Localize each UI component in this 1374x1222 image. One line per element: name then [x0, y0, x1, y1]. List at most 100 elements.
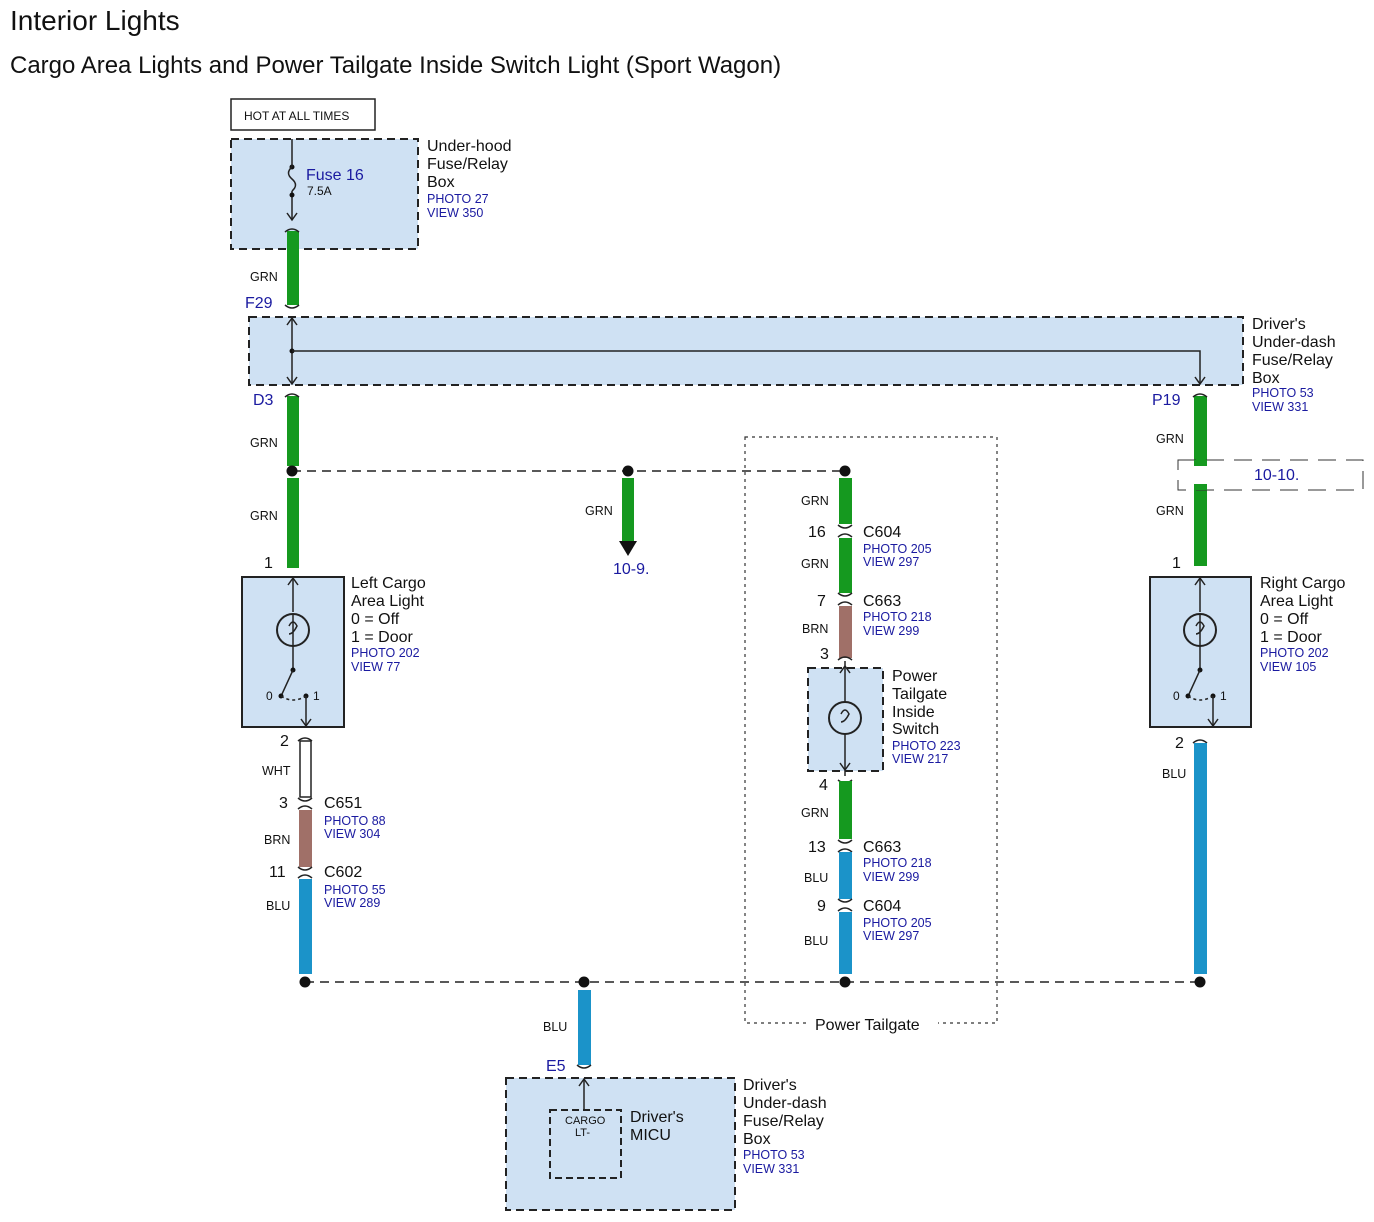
micu-cargo-label-1: CARGO [565, 1115, 606, 1127]
left-light-name-1: Left Cargo [351, 575, 426, 592]
wire-grn-tailgate-3 [839, 781, 852, 839]
dash-box-name-3: Fuse/Relay [1252, 352, 1333, 369]
page-subtitle: Cargo Area Lights and Power Tailgate Ins… [10, 52, 781, 79]
wire-brn-tailgate [839, 606, 852, 658]
right-light-name-1: Right Cargo [1260, 575, 1345, 592]
micu-box-view: VIEW 331 [743, 1162, 799, 1176]
wire-label-grn-9: GRN [1156, 504, 1184, 518]
c604b-name: C604 [863, 898, 901, 915]
underhood-fuse-relay-box [230, 138, 419, 250]
micu-box-name-4: Box [743, 1131, 771, 1148]
terminal-d3: D3 [253, 392, 274, 409]
micu-box-name-3: Fuse/Relay [743, 1113, 824, 1130]
c663a-photo: PHOTO 218 [863, 610, 932, 624]
c663a-pin: 7 [817, 593, 826, 610]
micu-box-name-1: Driver's [743, 1077, 797, 1094]
left-light-switch-1: 1 [313, 689, 320, 703]
right-light-switch-1: 1 [1220, 689, 1227, 703]
c651-name: C651 [324, 795, 362, 812]
right-cargo-light-bulb-icon [1183, 576, 1219, 728]
splice-node-bottom-left [299, 976, 311, 988]
wire-brn-left [299, 810, 312, 867]
c663a-view: VIEW 299 [863, 624, 919, 638]
tailgate-switch-view: VIEW 217 [892, 752, 948, 766]
c604a-view: VIEW 297 [863, 555, 919, 569]
tailgate-switch-name-4: Switch [892, 721, 939, 738]
right-light-pin-1: 1 [1172, 555, 1181, 572]
terminal-e5: E5 [546, 1058, 566, 1075]
micu-name-2: MICU [630, 1127, 671, 1144]
splice-node-left [286, 465, 298, 477]
tailgate-switch-bulb-icon [828, 661, 862, 776]
terminal-f29: F29 [245, 295, 273, 312]
c604b-view: VIEW 297 [863, 929, 919, 943]
c663b-name: C663 [863, 839, 901, 856]
micu-name-1: Driver's [630, 1109, 684, 1126]
tailgate-switch-pin-4: 4 [819, 777, 828, 794]
terminal-p19: P19 [1152, 392, 1181, 409]
c602-view: VIEW 289 [324, 896, 380, 910]
ref-10-9[interactable]: 10-9. [613, 561, 649, 578]
wire-blu-tailgate-1 [839, 852, 852, 899]
c604b-pin: 9 [817, 898, 826, 915]
wire-label-grn-1: GRN [250, 270, 278, 284]
left-light-name-3: 0 = Off [351, 611, 400, 628]
dash-box-name-1: Driver's [1252, 316, 1306, 333]
wire-label-grn-2: GRN [250, 436, 278, 450]
c602-photo: PHOTO 55 [324, 883, 386, 897]
c604b-photo: PHOTO 205 [863, 916, 932, 930]
splice-node-bottom-center [578, 976, 590, 988]
wire-label-grn-8: GRN [1156, 432, 1184, 446]
tailgate-switch-pin-3: 3 [820, 646, 829, 663]
arrow-down-icon [619, 541, 637, 556]
underhood-box-name-3: Box [427, 174, 455, 191]
micu-cargo-terminal-box [549, 1109, 622, 1179]
wire-label-grn-3: GRN [250, 509, 278, 523]
right-light-photo: PHOTO 202 [1260, 646, 1329, 660]
right-light-name-2: Area Light [1260, 593, 1333, 610]
micu-box-photo: PHOTO 53 [743, 1148, 805, 1162]
tailgate-switch-name-3: Inside [892, 704, 935, 721]
wire-blu-left [299, 879, 312, 974]
wire-blu-tailgate-2 [839, 912, 852, 974]
left-cargo-light-bulb-icon [276, 576, 312, 728]
underhood-box-photo: PHOTO 27 [427, 192, 489, 206]
c602-pin: 11 [269, 864, 286, 881]
power-tailgate-label: Power Tailgate [815, 1017, 920, 1034]
wire-label-blu-1: BLU [266, 899, 290, 913]
hot-label: HOT AT ALL TIMES [244, 109, 349, 123]
wire-wht [299, 740, 312, 798]
splice-node-middle [622, 465, 634, 477]
c651-photo: PHOTO 88 [324, 814, 386, 828]
left-light-name-2: Area Light [351, 593, 424, 610]
c651-pin: 3 [279, 795, 288, 812]
wire-grn-d3 [287, 396, 299, 466]
wire-label-wht: WHT [262, 764, 291, 778]
splice-node-right [839, 465, 851, 477]
c663b-view: VIEW 299 [863, 870, 919, 884]
wire-blu-to-e5 [578, 990, 591, 1065]
underhood-box-view: VIEW 350 [427, 206, 483, 220]
c663b-pin: 13 [808, 839, 826, 856]
dash-box-name-4: Box [1252, 370, 1280, 387]
dash-box-photo: PHOTO 53 [1252, 386, 1314, 400]
underhood-box-name-2: Fuse/Relay [427, 156, 508, 173]
right-light-name-3: 0 = Off [1260, 611, 1309, 628]
right-light-switch-0: 0 [1173, 689, 1180, 703]
right-light-name-4: 1 = Door [1260, 629, 1322, 646]
dash-box-bus-lines [286, 316, 1206, 386]
wire-grn-tailgate-2 [839, 538, 852, 593]
tailgate-switch-name-1: Power [892, 668, 938, 685]
c604a-name: C604 [863, 524, 901, 541]
ref-10-10[interactable]: 10-10. [1254, 467, 1299, 484]
wire-grn-fuse-to-f29 [287, 231, 299, 305]
c604a-photo: PHOTO 205 [863, 542, 932, 556]
left-light-switch-0: 0 [266, 689, 273, 703]
wire-label-grn-5: GRN [801, 494, 829, 508]
splice-node-bottom-tailgate [839, 976, 851, 988]
micu-cargo-label-2: LT- [575, 1127, 590, 1139]
wire-label-grn-4: GRN [585, 504, 613, 518]
wire-grn-tailgate-1 [839, 478, 852, 524]
c651-view: VIEW 304 [324, 827, 380, 841]
